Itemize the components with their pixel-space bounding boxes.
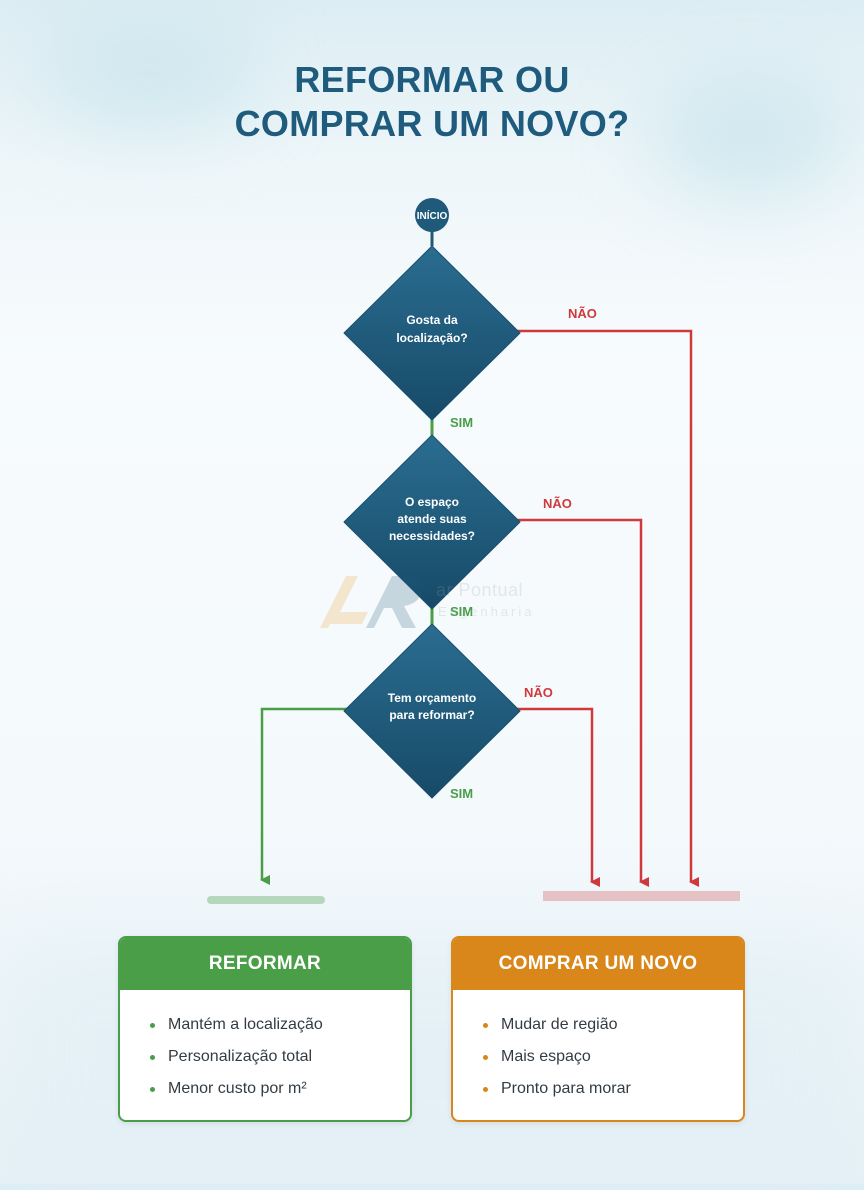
page-title: REFORMAR OU COMPRAR UM NOVO? (0, 58, 864, 146)
no-label-2: NÃO (543, 496, 572, 511)
comprar-card: COMPRAR UM NOVO Mudar de região Mais esp… (451, 936, 745, 1122)
decision-2-line-3: necessidades? (389, 529, 475, 543)
reformar-list: Mantém a localização Personalização tota… (120, 990, 410, 1108)
company-watermark: ar Pontual Engenharia (318, 572, 558, 632)
decision-3-line-2: para reformar? (389, 708, 474, 722)
no-label-1: NÃO (568, 306, 597, 321)
list-item: Mais espaço (483, 1044, 743, 1076)
comprar-target-bar (543, 891, 740, 901)
yes-arrow-reformar (260, 707, 368, 885)
list-item: Mudar de região (483, 1012, 743, 1044)
no-arrow-2 (496, 518, 649, 887)
comprar-card-title: COMPRAR UM NOVO (453, 938, 743, 990)
reformar-card-title: REFORMAR (120, 938, 410, 990)
start-label: INÍCIO (417, 209, 448, 222)
yes-label-1: SIM (450, 415, 473, 430)
title-line-2: COMPRAR UM NOVO? (234, 103, 630, 144)
decision-3-line-1: Tem orçamento (388, 691, 476, 705)
reformar-target-bar (207, 896, 325, 904)
yes-label-3: SIM (450, 786, 473, 801)
reformar-card: REFORMAR Mantém a localização Personaliz… (118, 936, 412, 1122)
decision-2-line-2: atende suas (397, 512, 467, 526)
list-item: Mantém a localização (150, 1012, 410, 1044)
decision-1-line-2: localização? (396, 331, 467, 345)
decision-diamond-2 (343, 434, 521, 610)
decision-1-line-1: Gosta da (406, 313, 458, 327)
list-item: Menor custo por m² (150, 1076, 410, 1108)
background-blob (40, 20, 260, 130)
no-arrow-1 (496, 329, 699, 887)
no-label-3: NÃO (524, 685, 553, 700)
title-line-1: REFORMAR OU (294, 59, 570, 100)
yes-label-2: SIM (450, 604, 473, 619)
comprar-list: Mudar de região Mais espaço Pronto para … (453, 990, 743, 1108)
background-blob (650, 80, 850, 200)
list-item: Personalização total (150, 1044, 410, 1076)
decision-diamond-1 (343, 245, 521, 421)
decision-2-line-1: O espaço (405, 495, 459, 509)
watermark-logo-icon (320, 576, 423, 628)
watermark-line-1: ar Pontual (436, 580, 524, 600)
decision-diamond-3 (343, 623, 521, 799)
start-node (415, 198, 449, 232)
no-arrow-3 (496, 707, 600, 887)
list-item: Pronto para morar (483, 1076, 743, 1108)
watermark-line-2: Engenharia (438, 604, 535, 619)
flowchart: INÍCIO Gosta da localização? O espaço at… (207, 198, 740, 904)
